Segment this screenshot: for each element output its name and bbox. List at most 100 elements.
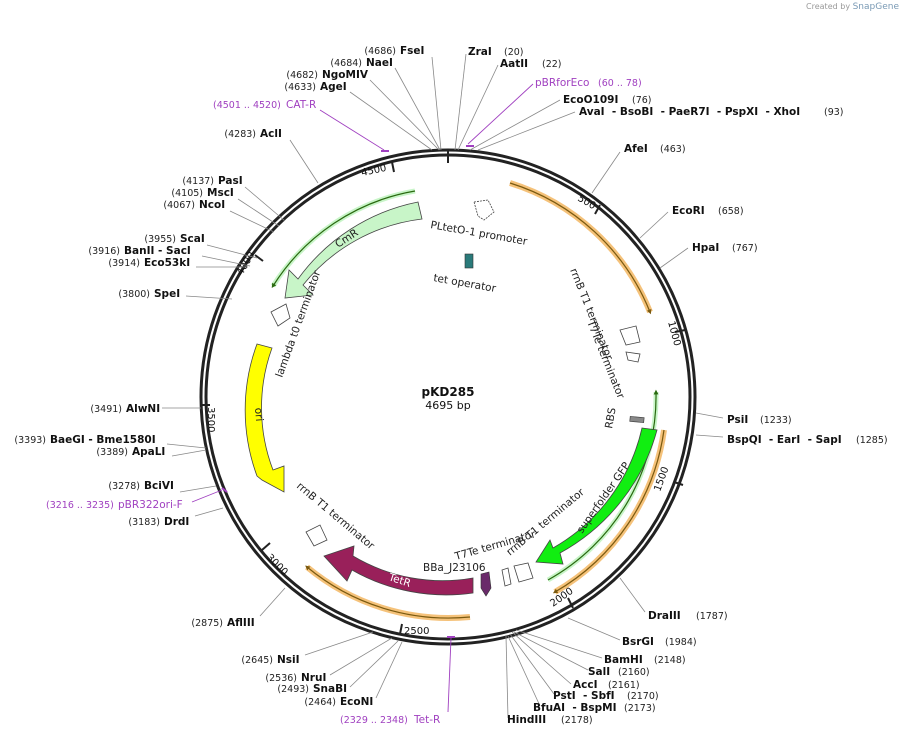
- enz-r-16-name: HindIII: [507, 714, 546, 726]
- enz-r-4-name: AfeI: [624, 143, 648, 155]
- primer-mark-ori-f: [221, 487, 228, 493]
- rrnb-top-label: rrnB T1 terminator: [567, 267, 615, 363]
- enz-l-2-name: NgoMIV: [322, 69, 369, 81]
- enz-r-9-name: DraIII: [648, 610, 681, 622]
- enz-l-18-pos: (2645): [241, 655, 273, 666]
- enz-l-18-name: NsiI: [277, 654, 300, 666]
- primer-ori-f-range: (3216 .. 3235): [46, 500, 114, 511]
- leader-lines: [162, 53, 724, 719]
- enz-l-19-pos: (2536): [265, 673, 297, 684]
- tet-operator-label: tet operator: [432, 272, 497, 295]
- enz-l-16-pos: (3183): [128, 517, 160, 528]
- snapgene-credit: Created by SnapGene: [806, 2, 899, 12]
- pltet-promoter-label: PLtetO-1 promoter: [429, 219, 528, 248]
- enz-l-1-name: NaeI: [366, 57, 393, 69]
- credit-brand: SnapGene: [852, 2, 899, 12]
- enz-r-10-name: BsrGI: [622, 636, 654, 648]
- plasmid-size: 4695 bp: [425, 399, 470, 412]
- tick-2500: 2500: [404, 626, 429, 637]
- enz-r-3-name: AvaI - BsoBI - PaeR7I - PspXI - XhoI: [579, 106, 800, 118]
- enz-l-5-pos: (4137): [182, 176, 214, 187]
- tetr-feature: [323, 545, 474, 596]
- enz-l-20-name: SnaBI: [313, 683, 347, 695]
- cmr-feature: [284, 201, 423, 299]
- enz-l-0-pos: (4686): [364, 46, 396, 57]
- enz-r-15-pos: (2173): [624, 703, 656, 714]
- pltet-promoter-shape: [473, 199, 495, 221]
- enz-r-8-pos: (1285): [856, 435, 888, 446]
- enz-l-19-name: NruI: [301, 672, 326, 684]
- primer-labels: pBRforEco (60 .. 78) (4501 .. 4520) CAT-…: [46, 77, 642, 726]
- primer-cat-r-range: (4501 .. 4520): [213, 100, 281, 111]
- enzymes-left: (4686) FseI (4684) NaeI (4682) NgoMIV (4…: [14, 45, 424, 708]
- rrnb-left-label: rrnB T1 terminator: [294, 480, 377, 552]
- enz-l-0-name: FseI: [400, 45, 424, 57]
- enz-l-10-name: Eco53kI: [144, 257, 190, 269]
- primer-tet-r-range: (2329 .. 2348): [340, 715, 408, 726]
- enz-l-9-pos: (3916): [88, 246, 120, 257]
- enz-l-10-pos: (3914): [108, 258, 140, 269]
- enz-r-15-name: BfuAI - BspMI: [533, 702, 617, 714]
- primer-pbrforeco-range: (60 .. 78): [598, 78, 642, 89]
- primer-ori-f-name: pBR322ori-F: [118, 499, 183, 511]
- enz-r-7-pos: (1233): [760, 415, 792, 426]
- enz-l-15-name: BciVI: [144, 480, 174, 492]
- enz-r-6-name: HpaI: [692, 242, 719, 254]
- enz-l-13-name: BaeGI - Bme1580I: [50, 434, 156, 446]
- enz-l-2-pos: (4682): [286, 70, 318, 81]
- enz-r-0-pos: (20): [504, 47, 524, 58]
- enz-l-3-pos: (4633): [284, 82, 316, 93]
- ori-label: ori: [252, 407, 265, 422]
- tet-operator-shape: [464, 253, 474, 269]
- bba-label: BBa_J23106: [423, 562, 486, 574]
- enz-l-14-name: ApaLI: [132, 446, 165, 458]
- enz-l-11-pos: (3800): [118, 289, 150, 300]
- enz-l-7-pos: (4067): [163, 200, 195, 211]
- enz-r-12-pos: (2160): [618, 667, 650, 678]
- enz-r-13-pos: (2161): [608, 680, 640, 691]
- enz-l-1-pos: (4684): [330, 58, 362, 69]
- primer-cat-r-name: CAT-R: [286, 99, 316, 111]
- enz-l-3-name: AgeI: [320, 81, 347, 93]
- enz-r-4-pos: (463): [660, 144, 686, 155]
- enz-r-0-name: ZraI: [468, 46, 492, 58]
- credit-prefix: Created by: [806, 2, 851, 11]
- enz-l-8-name: ScaI: [180, 233, 205, 245]
- enz-r-11-name: BamHI: [604, 654, 643, 666]
- tick-4500: 4500: [360, 163, 387, 179]
- enz-l-8-pos: (3955): [144, 234, 176, 245]
- enz-r-13-name: AccI: [573, 679, 597, 691]
- enz-r-5-name: EcoRI: [672, 205, 705, 217]
- rrnb-left-shape: [305, 524, 328, 547]
- enz-l-16-name: DrdI: [164, 516, 189, 528]
- gfp-feature: [535, 427, 658, 565]
- enz-r-12-name: SalI: [588, 666, 610, 678]
- enz-r-3-pos: (93): [824, 107, 844, 118]
- enzymes-right: ZraI (20) AatII (22) EcoO109I (76) AvaI …: [468, 46, 888, 726]
- enz-r-5-pos: (658): [718, 206, 744, 217]
- lambda-terminator-shape: [270, 303, 291, 327]
- primer-pbrforeco-name: pBRforEco: [535, 77, 589, 89]
- t7te-bottom-shape: [501, 567, 512, 587]
- enz-r-10-pos: (1984): [665, 637, 697, 648]
- enz-r-11-pos: (2148): [654, 655, 686, 666]
- enz-r-1-pos: (22): [542, 59, 562, 70]
- enz-l-7-name: NcoI: [199, 199, 225, 211]
- bba-shape: [480, 571, 492, 597]
- enz-l-12-pos: (3491): [90, 404, 122, 415]
- enz-r-2-name: EcoO109I: [563, 94, 618, 106]
- enz-l-13-pos: (3393): [14, 435, 46, 446]
- enz-l-4-pos: (4283): [224, 129, 256, 140]
- enz-r-7-name: PsiI: [727, 414, 748, 426]
- enz-l-12-name: AlwNI: [126, 403, 160, 415]
- tick-500: 500: [576, 193, 598, 212]
- enz-l-11-name: SpeI: [154, 288, 180, 300]
- enz-l-21-name: EcoNI: [340, 696, 373, 708]
- rbs-shape: [629, 416, 645, 423]
- enz-l-21-pos: (2464): [304, 697, 336, 708]
- enz-r-6-pos: (767): [732, 243, 758, 254]
- enz-r-14-pos: (2170): [627, 691, 659, 702]
- primer-tet-r-name: Tet-R: [413, 714, 440, 726]
- rrnb-bottom-shape: [513, 562, 534, 583]
